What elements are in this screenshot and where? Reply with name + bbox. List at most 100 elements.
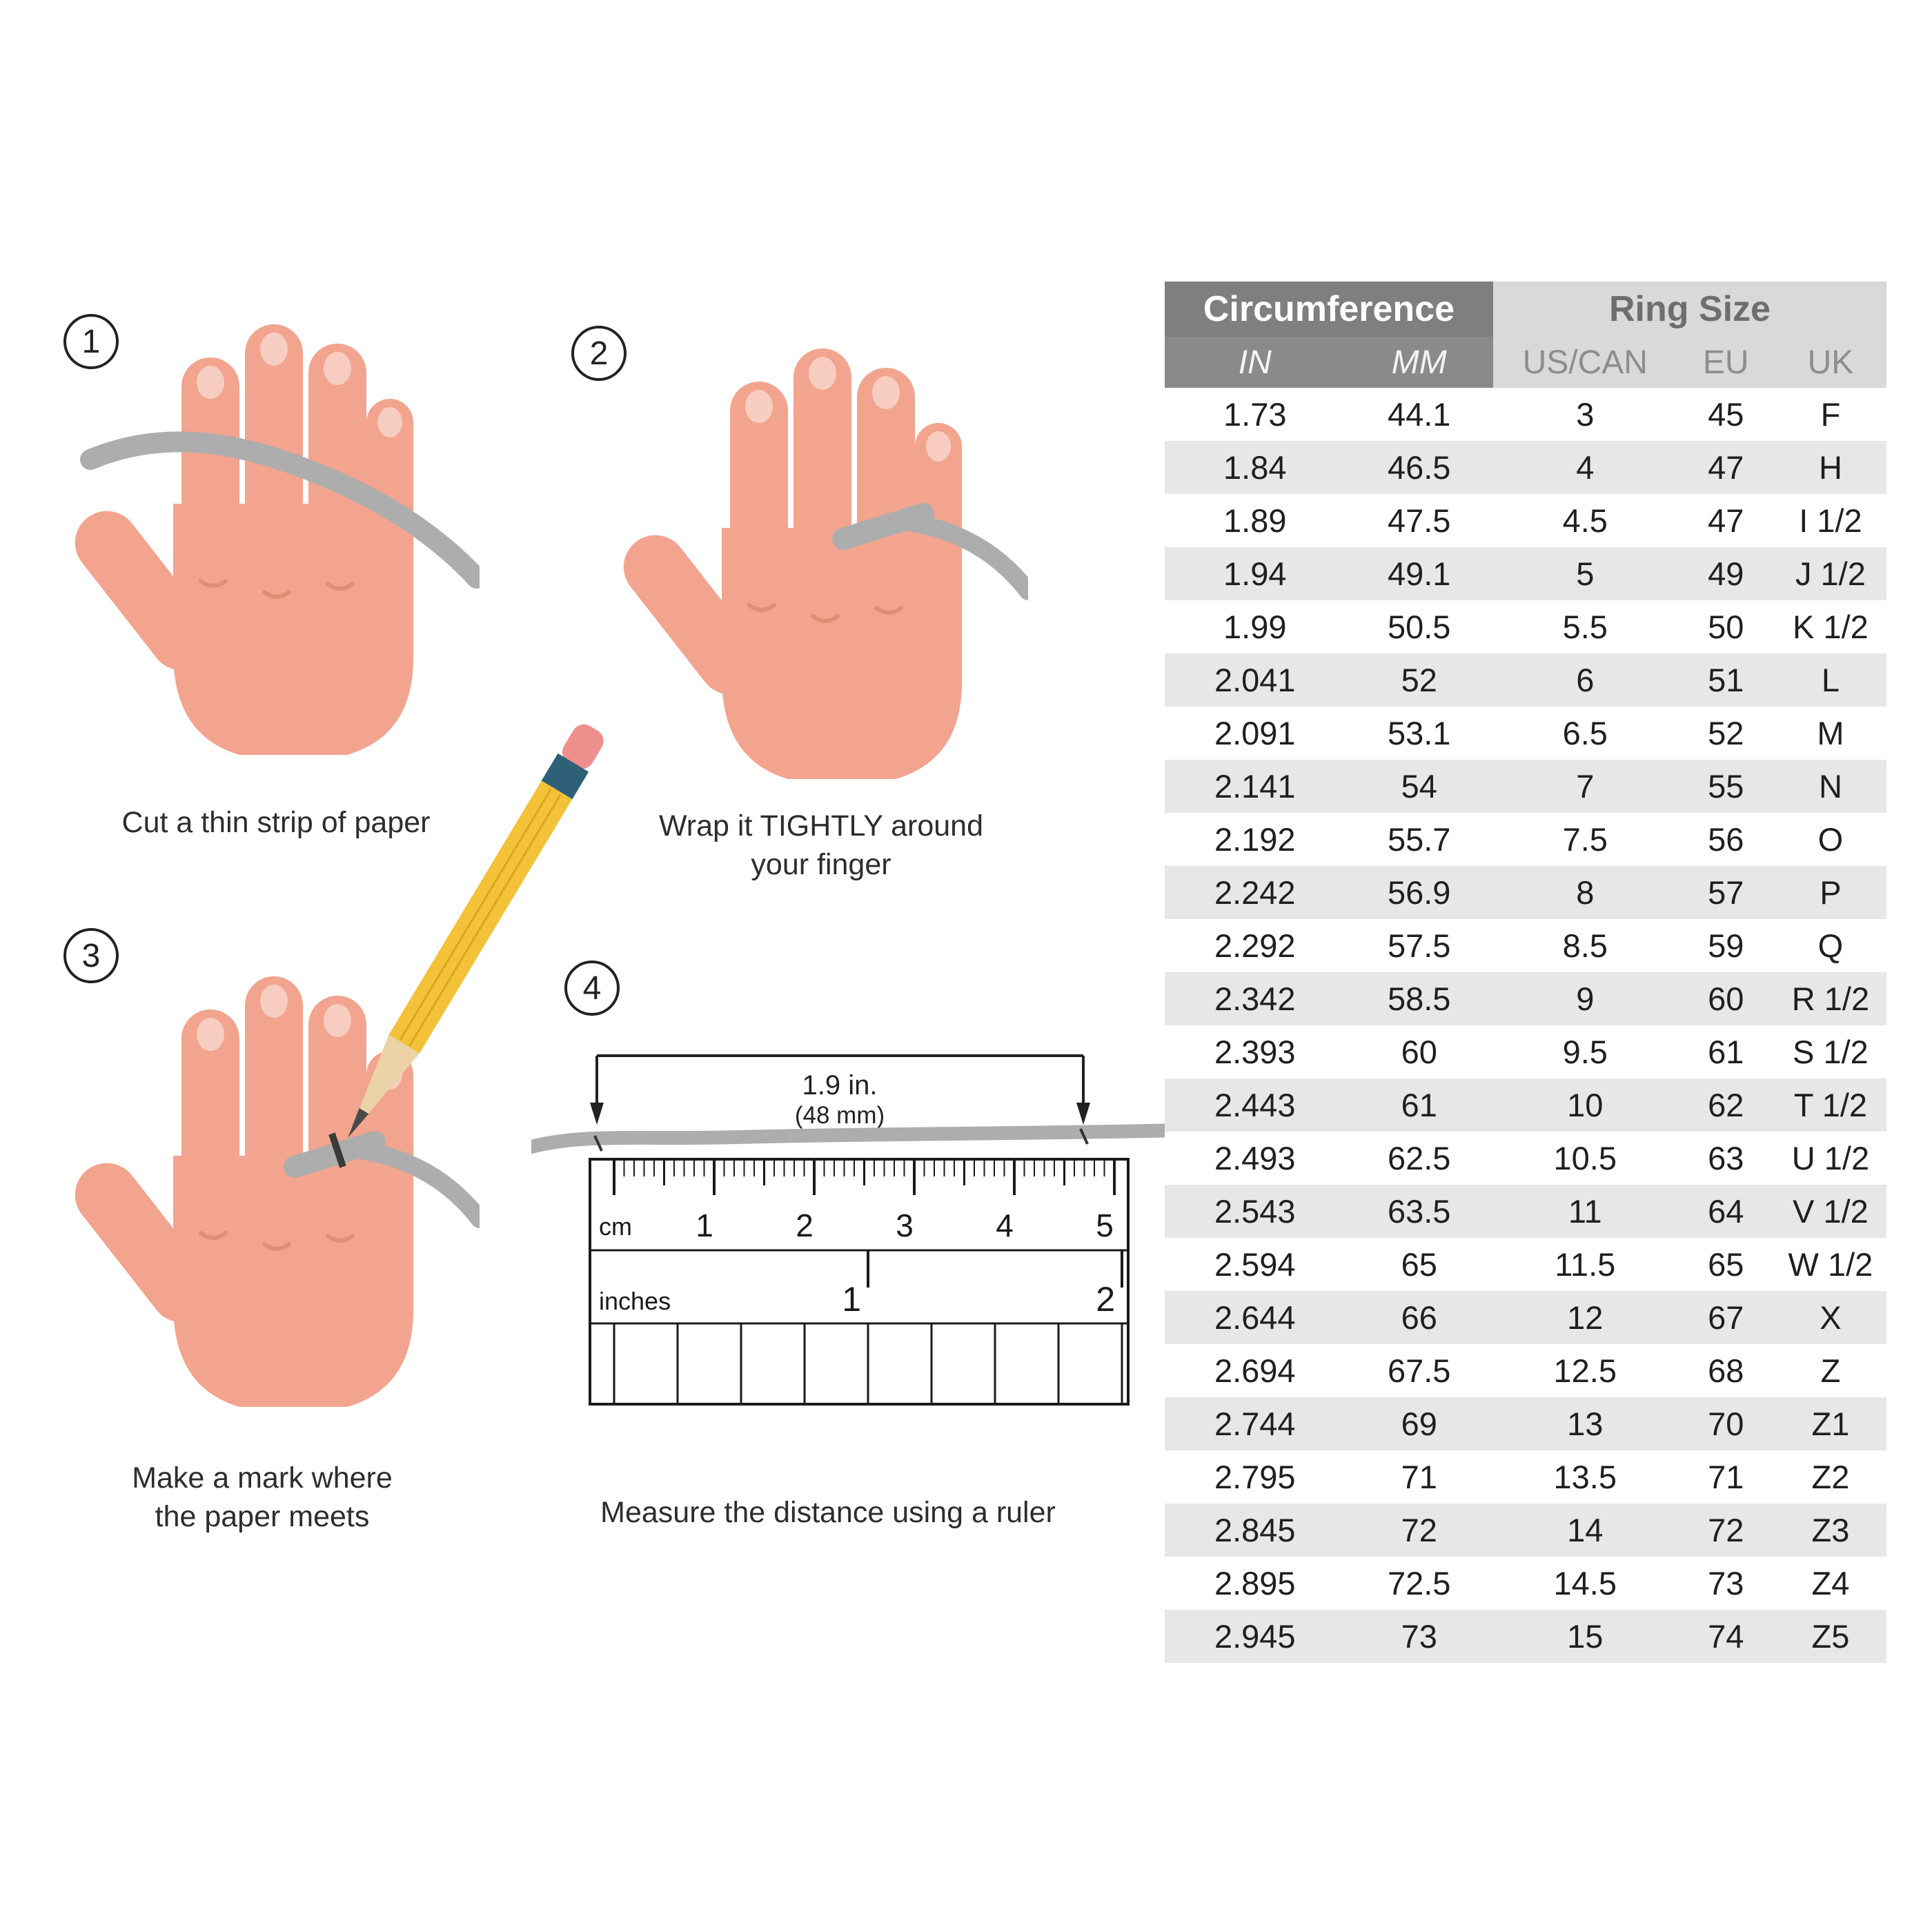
cell-circumference-in: 2.945 <box>1214 1618 1296 1655</box>
cell-circumference-in: 2.192 <box>1214 821 1296 858</box>
cell-size-eu: 59 <box>1708 927 1744 964</box>
column-header-mm: MM <box>1345 337 1493 388</box>
cell-size-uk: Q <box>1817 927 1844 964</box>
inches-unit-label: inches <box>599 1287 671 1315</box>
cell-size-eu: 64 <box>1708 1193 1744 1230</box>
cell-circumference-mm: 72.5 <box>1387 1565 1451 1601</box>
step-4-caption: Measure the distance using a ruler <box>600 1496 1056 1529</box>
column-header-us-can: US/CAN <box>1492 337 1677 388</box>
step-3-number: 3 <box>81 937 101 974</box>
cell-circumference-mm: 60 <box>1401 1034 1437 1070</box>
table-row: 2.192 55.7 7.5 56 O <box>1165 813 1886 866</box>
pencil-graphite <box>348 1108 369 1138</box>
cell-size-eu: 49 <box>1708 555 1744 592</box>
table-row: 2.242 56.9 8 57 P <box>1165 866 1886 919</box>
cell-circumference-in: 2.493 <box>1214 1140 1296 1176</box>
ruler-illustration: 1.9 in. (48 mm) cm 1 2 3 4 5 inches 1 2 <box>531 1054 1332 1406</box>
step-2-badge: 2 <box>571 326 627 381</box>
cell-circumference-mm: 63.5 <box>1387 1193 1451 1230</box>
table-row: 1.73 44.1 3 45 F <box>1165 388 1886 441</box>
cell-size-uk: L <box>1821 662 1840 698</box>
cell-size-eu: 51 <box>1708 662 1744 698</box>
cm-tick-marks <box>613 1161 1116 1195</box>
cell-circumference-mm: 72 <box>1401 1512 1437 1548</box>
cell-size-us-can: 11.5 <box>1555 1246 1616 1283</box>
paper-strip-tail <box>900 513 1028 600</box>
cell-circumference-in: 2.795 <box>1214 1459 1296 1495</box>
table-row: 1.89 47.5 4.5 47 I 1/2 <box>1165 494 1886 547</box>
cell-size-uk: H <box>1818 449 1842 486</box>
cell-size-uk: U 1/2 <box>1791 1140 1870 1176</box>
strip-mark-left <box>593 1135 603 1152</box>
hand-illustration-step-2 <box>614 321 1028 818</box>
hand-illustration-step-3 <box>66 949 480 1446</box>
cell-size-eu: 56 <box>1708 821 1744 858</box>
table-row: 2.041 52 6 51 L <box>1165 653 1886 707</box>
table-row: 2.443 61 10 62 T 1/2 <box>1165 1078 1886 1132</box>
cell-circumference-in: 2.292 <box>1214 927 1296 964</box>
cell-size-eu: 55 <box>1708 768 1744 805</box>
cell-size-us-can: 14.5 <box>1553 1565 1617 1601</box>
table-row: 2.694 67.5 12.5 68 Z <box>1165 1344 1886 1397</box>
cell-size-uk: K 1/2 <box>1793 609 1869 645</box>
cell-circumference-in: 2.443 <box>1214 1087 1296 1123</box>
cell-size-uk: M <box>1817 715 1844 751</box>
cell-size-us-can: 15 <box>1567 1618 1604 1655</box>
step-3-badge: 3 <box>63 928 119 983</box>
cell-circumference-mm: 62.5 <box>1387 1140 1451 1176</box>
cell-circumference-in: 2.895 <box>1214 1565 1296 1601</box>
paper-strip <box>80 431 480 589</box>
dimension-line <box>595 1054 1085 1110</box>
cell-size-uk: T 1/2 <box>1793 1087 1868 1123</box>
table-row: 2.895 72.5 14.5 73 Z4 <box>1165 1557 1886 1610</box>
cell-size-us-can: 4.5 <box>1562 502 1608 539</box>
table-row: 2.141 54 7 55 N <box>1165 760 1886 813</box>
cell-size-eu: 61 <box>1708 1034 1744 1070</box>
cell-size-us-can: 13.5 <box>1553 1459 1617 1495</box>
paper-strip-flat <box>531 1119 1332 1154</box>
cell-circumference-mm: 58.5 <box>1387 980 1451 1017</box>
cell-circumference-mm: 52 <box>1401 662 1437 698</box>
cell-circumference-mm: 54 <box>1401 768 1437 805</box>
cell-circumference-mm: 71 <box>1401 1459 1437 1495</box>
cell-size-uk: Z2 <box>1811 1459 1850 1495</box>
cell-circumference-mm: 53.1 <box>1387 715 1451 751</box>
cell-circumference-mm: 65 <box>1401 1246 1437 1283</box>
cell-size-uk: Z1 <box>1811 1406 1850 1442</box>
pencil-wood-tip <box>348 1034 420 1138</box>
cell-size-us-can: 10 <box>1567 1087 1604 1123</box>
cell-circumference-in: 2.744 <box>1214 1406 1296 1442</box>
cell-size-us-can: 13 <box>1567 1406 1604 1442</box>
cm-label-2: 2 <box>796 1208 814 1243</box>
cell-circumference-in: 2.393 <box>1214 1034 1296 1070</box>
cell-circumference-mm: 49.1 <box>1387 555 1451 592</box>
cell-size-eu: 57 <box>1708 874 1744 911</box>
cell-size-eu: 71 <box>1708 1459 1744 1495</box>
cell-size-uk: J 1/2 <box>1795 555 1866 592</box>
cell-size-uk: V 1/2 <box>1793 1193 1869 1230</box>
pencil-illustration <box>348 724 604 1138</box>
cell-circumference-mm: 44.1 <box>1387 396 1451 433</box>
ring-size-table-container: Circumference Ring Size IN MM US/CAN EU … <box>1165 282 1886 1663</box>
measurement-sub-label: (48 mm) <box>795 1102 885 1129</box>
cell-size-us-can: 4 <box>1576 449 1595 486</box>
cell-size-uk: Z5 <box>1811 1618 1850 1655</box>
cell-size-uk: R 1/2 <box>1791 980 1870 1017</box>
measurement-label: 1.9 in. <box>802 1070 878 1101</box>
cell-circumference-in: 2.594 <box>1214 1246 1296 1283</box>
table-row: 2.393 60 9.5 61 S 1/2 <box>1165 1025 1886 1078</box>
cell-circumference-mm: 66 <box>1401 1299 1437 1336</box>
cell-size-uk: I 1/2 <box>1799 502 1862 539</box>
cell-size-eu: 52 <box>1708 715 1744 751</box>
cell-circumference-in: 2.342 <box>1214 980 1296 1017</box>
cell-size-eu: 72 <box>1708 1512 1744 1548</box>
table-row: 2.342 58.5 9 60 R 1/2 <box>1165 972 1886 1025</box>
table-row: 2.292 57.5 8.5 59 Q <box>1165 919 1886 972</box>
cell-circumference-in: 1.73 <box>1223 396 1287 433</box>
half-inch-divisions <box>613 1323 1123 1404</box>
cell-circumference-in: 1.94 <box>1223 555 1287 592</box>
cell-size-eu: 50 <box>1708 609 1744 645</box>
cell-circumference-mm: 50.5 <box>1387 609 1451 645</box>
table-row: 2.493 62.5 10.5 63 U 1/2 <box>1165 1132 1886 1185</box>
cell-size-uk: S 1/2 <box>1793 1034 1869 1070</box>
